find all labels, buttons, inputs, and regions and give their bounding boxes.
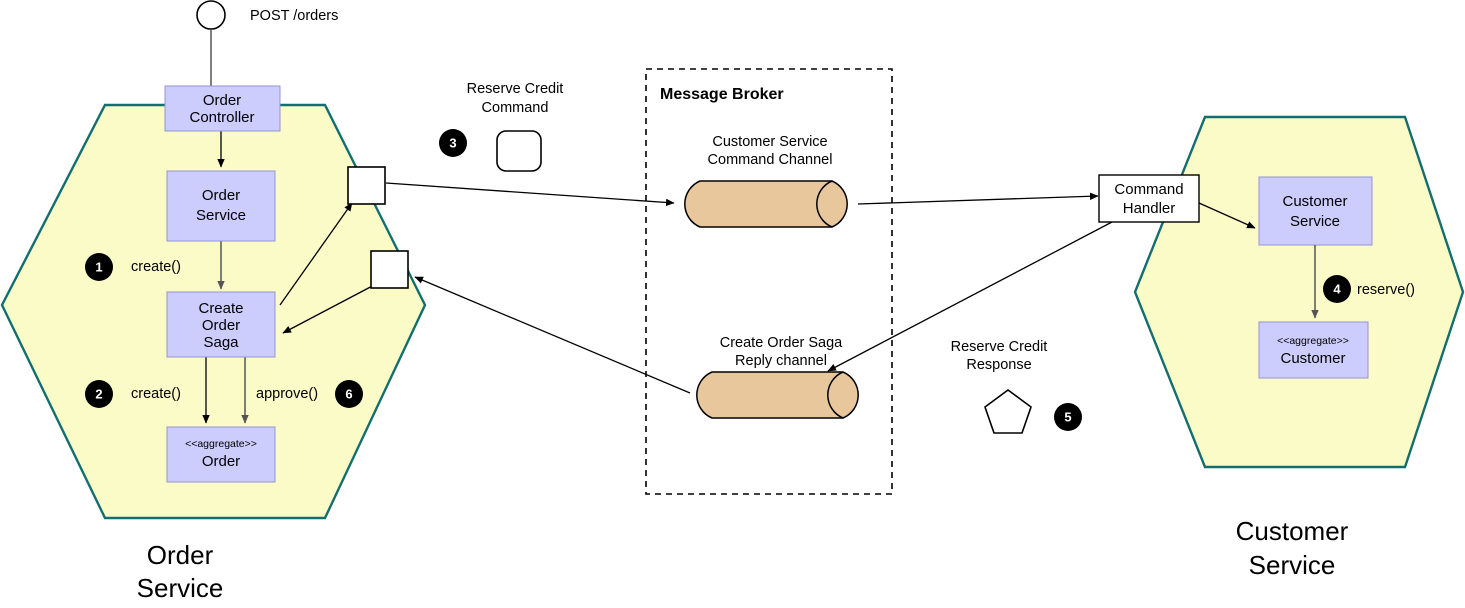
customer-service-command-channel[interactable]: Customer Service Command Channel [684,134,848,228]
inbound-reply-port[interactable] [370,250,409,289]
order-controller-line2: Controller [189,109,254,126]
outbound-command-port[interactable] [347,166,386,205]
order-service-box[interactable]: Order Service [166,170,276,242]
create-order-saga-reply-channel[interactable]: Create Order Saga Reply channel [696,335,859,419]
reserve-credit-response-line1: Reserve Credit [951,339,1048,355]
command-channel-line2: Command Channel [708,152,833,168]
badge-2-group: 2 create() [85,380,181,408]
order-aggregate-box[interactable]: <<aggregate>> Order [166,426,276,483]
reserve-credit-command-icon [496,130,542,172]
order-service-line1: Order [202,187,240,204]
badge-6-circle [335,380,363,408]
connector-command-channel-to-handler [857,192,1099,205]
customer-service-box[interactable]: Customer Service [1258,176,1373,246]
create-order-saga-box[interactable]: Create Order Saga [166,291,276,358]
create-order-saga-line2: Order [202,317,240,334]
circle-endpoint-icon [196,0,226,30]
badge-4-number: 4 [1333,282,1341,297]
badge-4-circle [1323,275,1351,303]
badge-3-number: 3 [449,136,456,151]
badge-5-circle [1054,403,1082,431]
badge-4-label: reserve() [1357,282,1415,298]
badge-1-circle [85,253,113,281]
create-order-saga-line1: Create [198,300,243,317]
reserve-credit-command-group: Reserve Credit Command 3 [439,81,564,172]
reserve-credit-response-line2: Response [966,357,1031,373]
order-controller-line1: Order [203,92,241,109]
badge-6-number: 6 [345,387,352,402]
badge-6-label: approve() [256,386,318,402]
order-service-hex-label-line2: Service [137,573,224,603]
message-broker-title: Message Broker [660,86,784,103]
order-service-hex-label-line1: Order [147,540,214,570]
badge-1-group: 1 create() [85,253,181,281]
order-service-line2: Service [196,207,246,224]
badge-2-circle [85,380,113,408]
customer-service-hex-label-line2: Service [1249,550,1336,580]
connector-reply-channel-to-port [414,276,691,394]
reserve-credit-command-line1: Reserve Credit [467,81,564,97]
badge-6-group: approve() 6 [256,380,363,408]
order-aggregate-label: Order [202,453,240,470]
badge-1-label: create() [131,259,181,275]
command-handler-line2: Handler [1123,200,1176,217]
reserve-credit-command-line2: Command [482,100,549,116]
connector-handler-to-reply-channel [827,221,1113,372]
customer-service-hexagon [1133,115,1465,469]
customer-service-line1: Customer [1282,193,1347,210]
create-order-saga-line3: Saga [203,334,239,351]
reserve-credit-response-icon [984,389,1032,434]
reserve-credit-response-group: Reserve Credit Response 5 [951,339,1082,434]
reply-channel-line1: Create Order Saga [720,335,843,351]
badge-5-number: 5 [1064,410,1071,425]
connector-saga-to-outbound-port [279,202,353,306]
command-channel-line1: Customer Service [712,134,827,150]
connector-port-to-command-channel [385,182,675,207]
connector-inbound-port-to-saga [282,282,379,334]
command-handler-line1: Command [1114,181,1183,198]
command-handler-box[interactable]: Command Handler [1098,174,1200,223]
message-broker-boundary [645,68,893,495]
badge-3-circle [439,129,467,157]
badge-2-number: 2 [95,387,102,402]
reply-channel-line2: Reply channel [735,353,827,369]
customer-service-hex-label-line1: Customer [1236,516,1349,546]
customer-service-line2: Service [1290,213,1340,230]
badge-2-label: create() [131,386,181,402]
order-aggregate-stereotype: <<aggregate>> [185,438,257,450]
badge-1-number: 1 [95,260,102,275]
order-controller-box[interactable]: Order Controller [164,85,281,132]
customer-aggregate-label: Customer [1280,350,1345,367]
entrypoint-label: POST /orders [250,8,338,24]
customer-aggregate-stereotype: <<aggregate>> [1277,335,1349,347]
customer-aggregate-box[interactable]: <<aggregate>> Customer [1258,321,1369,379]
badge-4-group: 4 reserve() [1323,275,1415,303]
connector-handler-to-customer-service [1198,202,1256,229]
